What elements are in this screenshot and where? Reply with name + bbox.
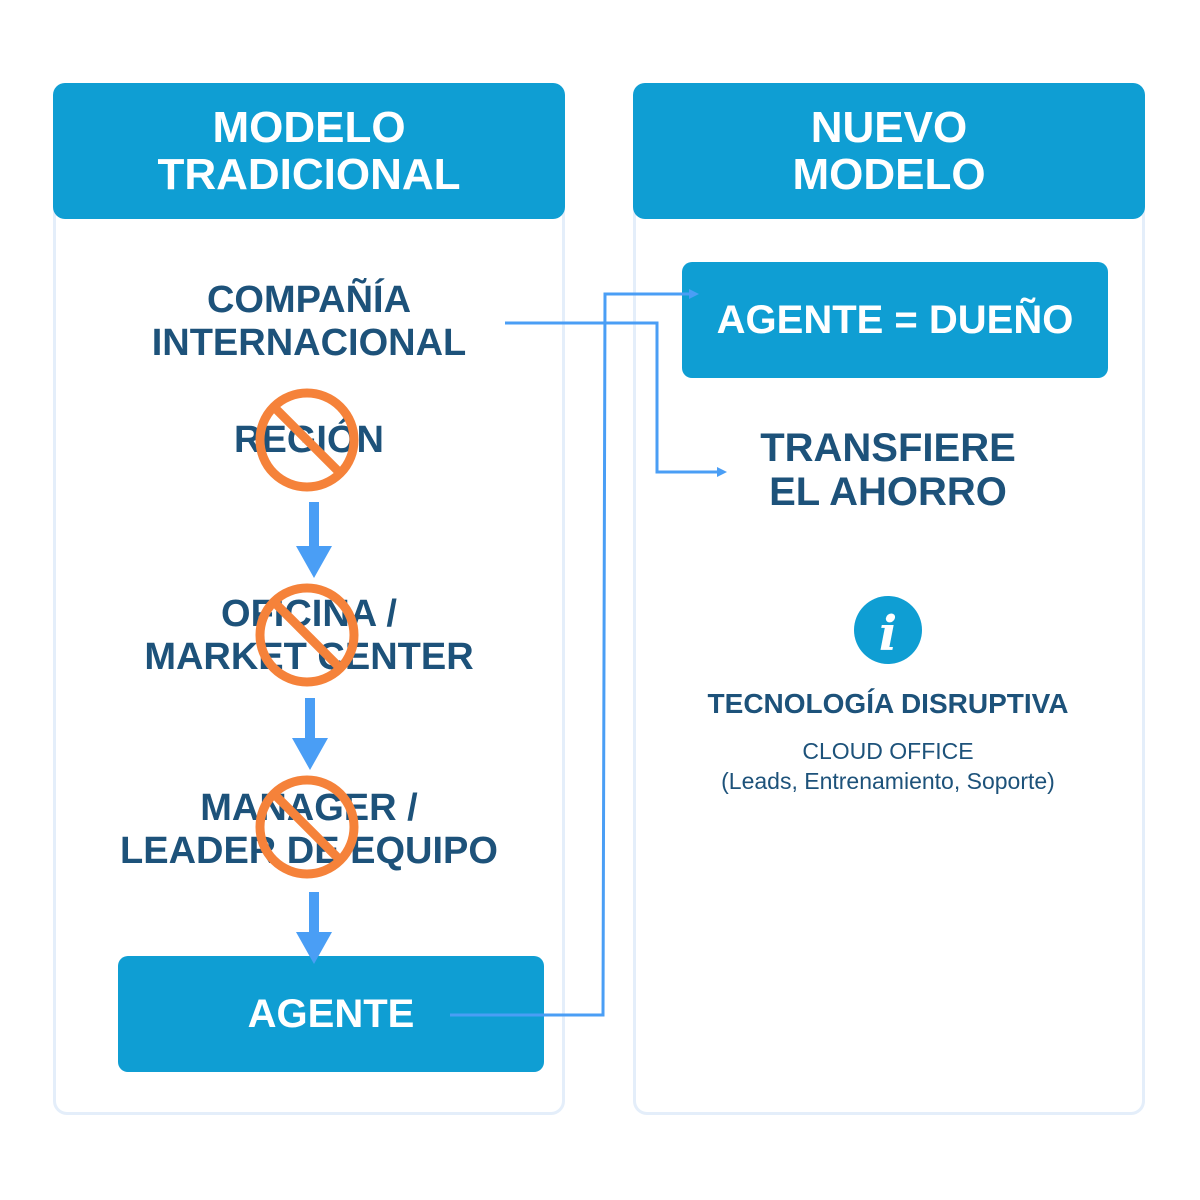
- new-model-header: NUEVO MODELO: [633, 83, 1145, 219]
- new-model-title: NUEVO MODELO: [792, 103, 986, 199]
- tech-line-cloud-office: CLOUD OFFICE: [802, 738, 974, 764]
- node-manager: MANAGER / LEADER DE EQUIPO: [120, 787, 498, 872]
- agent-label: AGENTE: [247, 991, 415, 1036]
- traditional-model-title: MODELO TRADICIONAL: [157, 103, 461, 199]
- agent-box: AGENTE: [118, 956, 544, 1072]
- traditional-model-header: MODELO TRADICIONAL: [53, 83, 565, 219]
- traditional-model-panel: MODELO TRADICIONAL: [53, 83, 565, 1115]
- node-company: COMPAÑÍA INTERNACIONAL: [151, 279, 467, 364]
- tech-line-services: (Leads, Entrenamiento, Soporte): [721, 768, 1055, 794]
- node-office: OFICINA / MARKET CENTER: [144, 593, 474, 678]
- new-model-panel: NUEVO MODELO: [633, 83, 1145, 1115]
- transfer-savings-text: TRANSFIERE EL AHORRO: [760, 426, 1016, 514]
- agent-owner-label: AGENTE = DUEÑO: [716, 297, 1074, 342]
- tech-title: TECNOLOGÍA DISRUPTIVA: [707, 688, 1069, 719]
- agent-owner-box: AGENTE = DUEÑO: [682, 262, 1108, 378]
- node-region: REGIÓN: [234, 419, 384, 461]
